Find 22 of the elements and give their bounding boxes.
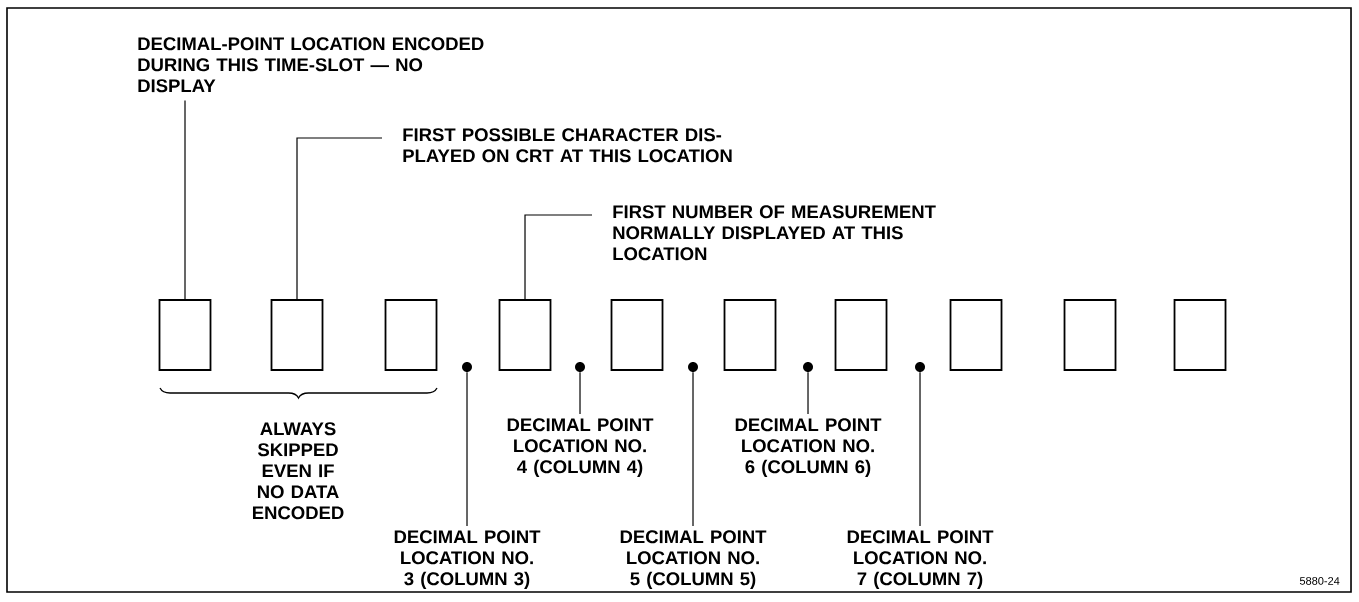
leader-line (296, 137, 383, 300)
display-box (1173, 299, 1227, 371)
figure-number: 5880-24 (1299, 577, 1340, 585)
display-box (270, 299, 324, 371)
callout-text: DECIMAL-POINT LOCATION ENCODED DURING THIS TIME-SLOT — NO DISPLAY (138, 37, 484, 93)
display-box (384, 299, 438, 371)
display-box (498, 299, 552, 371)
display-box (610, 299, 664, 371)
leader-line (524, 214, 593, 300)
display-box (158, 299, 212, 371)
callout-text: DECIMAL POINT LOCATION NO. 4 (COLUMN 4) (507, 418, 654, 477)
note-text: ALWAYS SKIPPED EVEN IF NO DATA ENCODED (253, 422, 344, 520)
callout-text: DECIMAL POINT LOCATION NO. 7 (COLUMN 7) (847, 530, 994, 589)
callout-text: FIRST NUMBER OF MEASUREMENT NORMALLY DISPLAYED AT THIS LOCATION (613, 205, 936, 261)
display-box (723, 299, 777, 371)
display-box (949, 299, 1003, 371)
callout-text: DECIMAL POINT LOCATION NO. 5 (COLUMN 5) (620, 530, 767, 589)
display-box (834, 299, 888, 371)
callout-text: FIRST POSSIBLE CHARACTER DIS- PLAYED ON CRT AT THIS LOCATION (403, 128, 732, 163)
callout-text: DECIMAL POINT LOCATION NO. 6 (COLUMN 6) (735, 418, 882, 477)
callout-text: DECIMAL POINT LOCATION NO. 3 (COLUMN 3) (394, 530, 541, 589)
display-box (1063, 299, 1117, 371)
